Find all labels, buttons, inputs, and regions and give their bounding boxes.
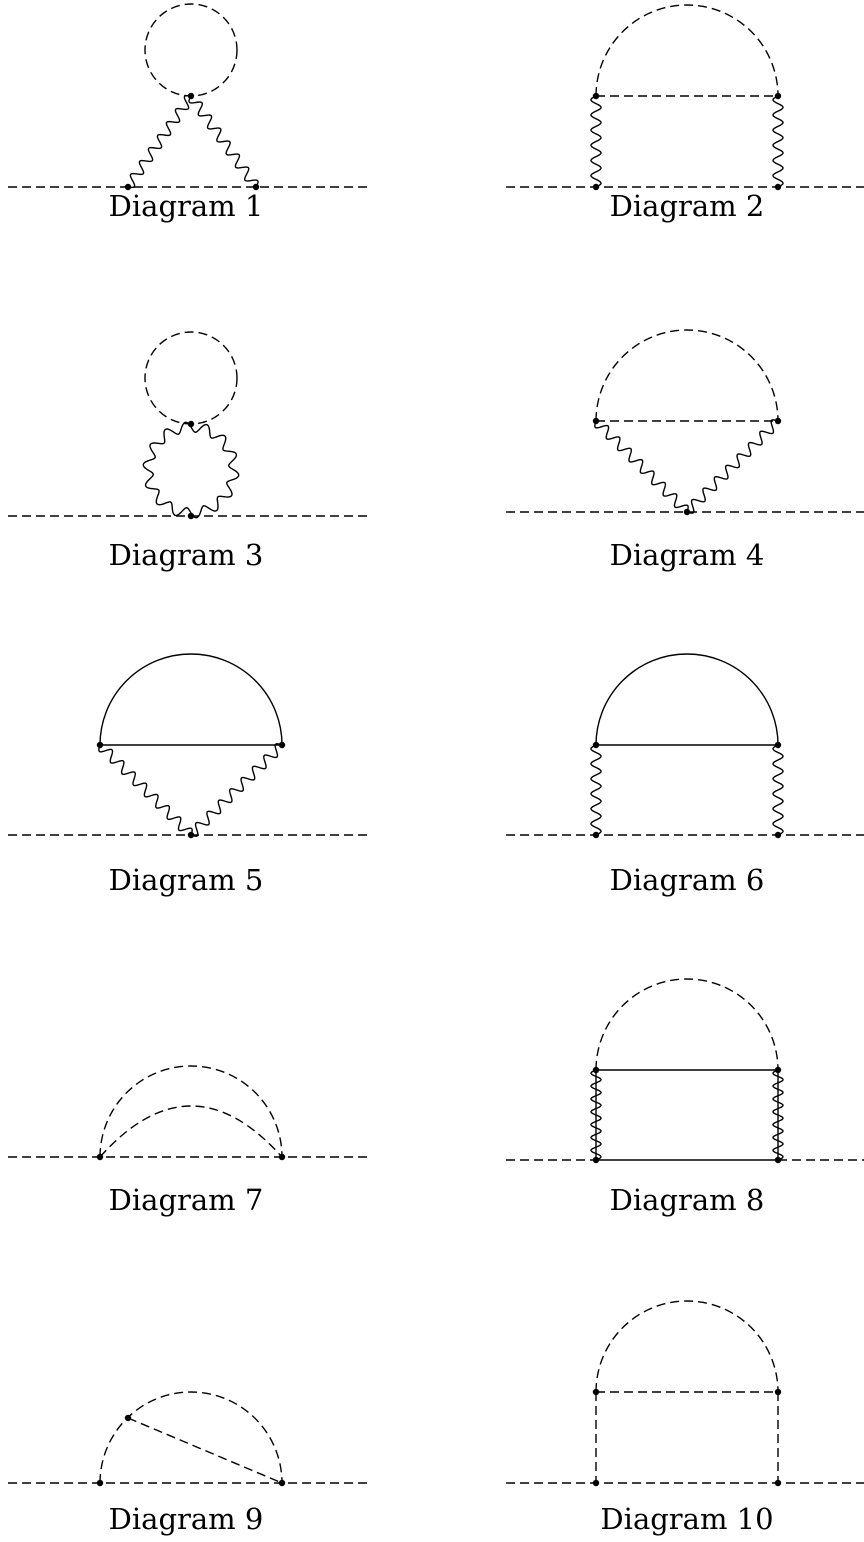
diagram-2-caption: Diagram 2 (609, 189, 765, 223)
diagram-1 (8, 3, 372, 191)
vertex-dot (592, 831, 600, 839)
vertex-dot (278, 1479, 286, 1487)
photon-line-left (594, 420, 689, 513)
vertex-dot (278, 1153, 286, 1161)
diagram-3 (8, 331, 372, 520)
scalar-arc (99, 1391, 283, 1484)
photon-line-left (98, 744, 193, 836)
scalar-arc (595, 4, 779, 97)
vertex-dot (774, 1156, 782, 1164)
vertex-dot (774, 1479, 782, 1487)
scalar-arc-outer (99, 1065, 283, 1158)
scalar-arc-inner (99, 1105, 283, 1158)
diagram-9 (8, 1391, 372, 1487)
diagram-2 (506, 4, 864, 191)
diagram-1-caption: Diagram 1 (108, 189, 264, 223)
photon-line-left (127, 94, 192, 189)
vertex-dot (774, 92, 782, 100)
vertex-dot (592, 1156, 600, 1164)
diagram-5 (8, 653, 372, 839)
vertex-dot (774, 831, 782, 839)
diagram-3-caption: Diagram 3 (108, 538, 264, 572)
photon-line-left (590, 95, 602, 188)
scalar-arc (595, 1300, 779, 1393)
diagram-4 (506, 329, 864, 516)
vertex-dot (592, 92, 600, 100)
vertex-dot (774, 183, 782, 191)
diagram-6-caption: Diagram 6 (609, 863, 765, 897)
vertex-dot (592, 1479, 600, 1487)
solid-arc (99, 653, 283, 746)
diagram-8 (506, 978, 864, 1164)
photon-line-right (190, 743, 283, 837)
vertex-dot (774, 1388, 782, 1396)
photon-line-right (188, 95, 259, 188)
vertex-dot (252, 183, 260, 191)
vertex-dot (96, 1479, 104, 1487)
vertex-dot (278, 741, 286, 749)
photon-line-right (686, 419, 779, 514)
photon-line-right (772, 744, 784, 836)
scalar-chord (127, 1417, 283, 1484)
photon-line-left (590, 1069, 602, 1161)
diagram-7-caption: Diagram 7 (108, 1183, 264, 1217)
diagram-5-caption: Diagram 5 (108, 863, 264, 897)
vertex-dot (774, 741, 782, 749)
vertex-dot (683, 508, 691, 516)
photon-line-right (772, 1069, 784, 1161)
vertex-dot (187, 831, 195, 839)
photon-line-right (772, 95, 784, 188)
vertex-dot (124, 1414, 132, 1422)
vertex-dot (774, 417, 782, 425)
scalar-loop (144, 3, 238, 97)
vertex-dot (592, 417, 600, 425)
scalar-arc (595, 978, 779, 1071)
diagram-10 (506, 1300, 864, 1487)
solid-arc (595, 653, 779, 746)
diagram-6 (506, 653, 864, 839)
diagram-9-caption: Diagram 9 (108, 1502, 264, 1536)
scalar-loop (144, 331, 238, 425)
vertex-dot (96, 1153, 104, 1161)
vertex-dot (592, 1388, 600, 1396)
diagram-7 (8, 1065, 372, 1161)
vertex-dot (592, 741, 600, 749)
vertex-dot (124, 183, 132, 191)
vertex-dot (187, 92, 195, 100)
diagram-10-caption: Diagram 10 (600, 1502, 774, 1536)
vertex-dot (592, 183, 600, 191)
diagram-4-caption: Diagram 4 (609, 538, 765, 572)
vertex-dot (187, 512, 195, 520)
scalar-arc (595, 329, 779, 422)
vertex-dot (592, 1066, 600, 1074)
diagram-8-caption: Diagram 8 (609, 1183, 765, 1217)
vertex-dot (187, 420, 195, 428)
vertex-dot (96, 741, 104, 749)
photon-loop (142, 421, 240, 519)
photon-line-left (590, 744, 602, 836)
vertex-dot (774, 1066, 782, 1074)
